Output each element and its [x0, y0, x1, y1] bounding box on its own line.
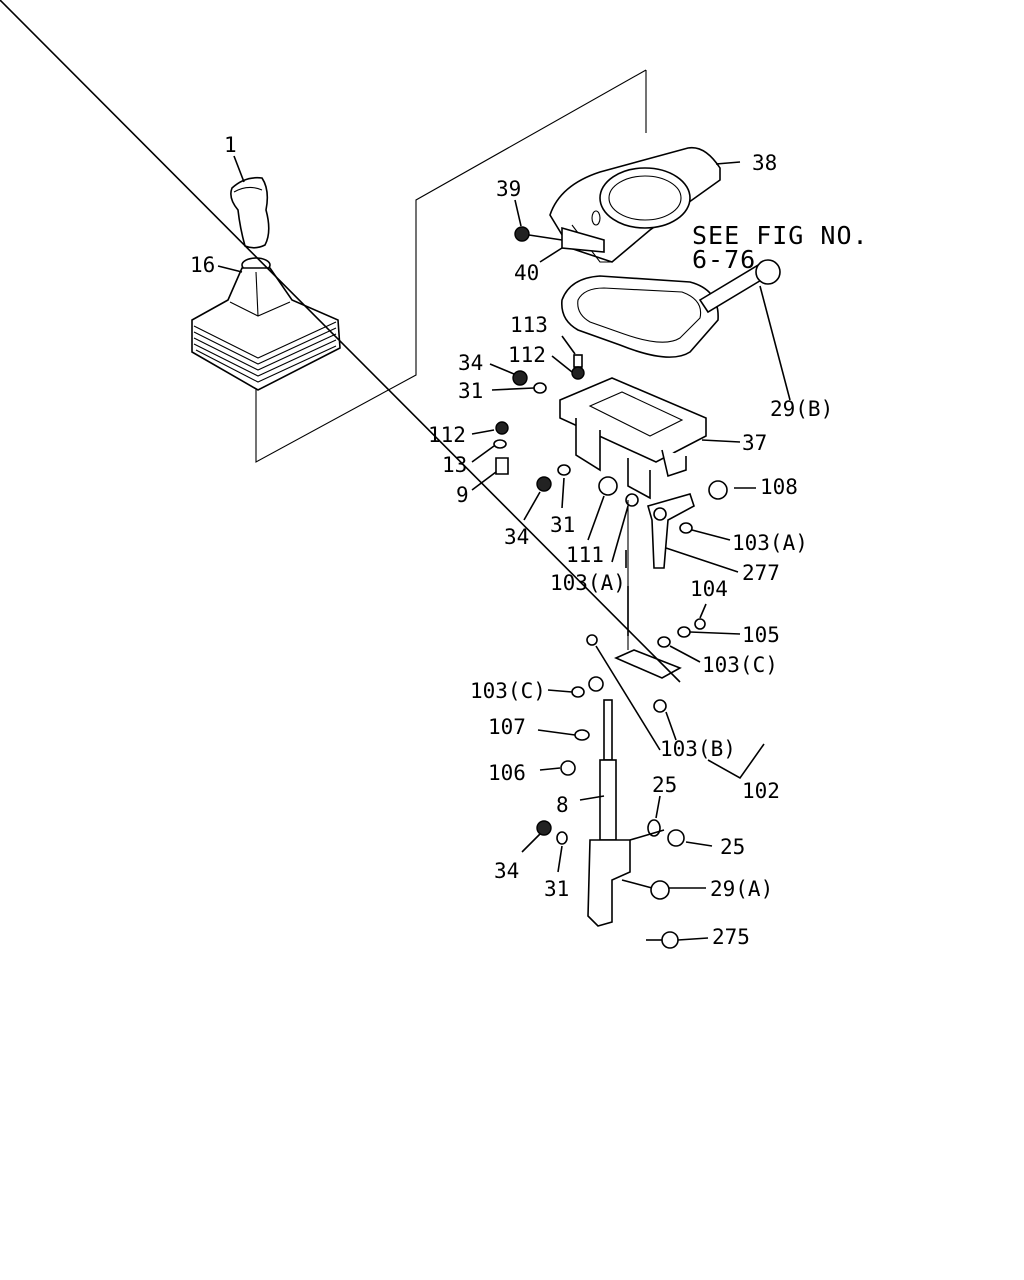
callout-31-upper: 31	[458, 379, 483, 403]
cover-plate	[549, 146, 721, 263]
callout-16: 16	[190, 253, 215, 277]
callout-103c-left: 103(C)	[470, 679, 546, 703]
shift-boot	[191, 257, 341, 391]
callout-31-lower: 31	[544, 877, 569, 901]
screw-39	[514, 226, 563, 242]
callout-8: 8	[556, 793, 569, 817]
lever-assembly-102	[586, 634, 682, 713]
callout-9: 9	[456, 483, 469, 507]
lever-plate-277	[647, 493, 695, 569]
callout-102: 102	[742, 779, 780, 803]
callout-40: 40	[514, 261, 539, 285]
callout-112-lower: 112	[428, 423, 466, 447]
callout-29a: 29(A)	[710, 877, 773, 901]
shift-bracket	[559, 377, 707, 500]
bracket-40	[561, 226, 605, 253]
callout-105: 105	[742, 623, 780, 647]
callout-111: 111	[566, 543, 604, 567]
long-bolt-29b	[698, 259, 781, 314]
callout-107: 107	[488, 715, 526, 739]
see-fig-note-line1: SEE FIG NO.	[692, 221, 869, 250]
callout-37: 37	[742, 431, 767, 455]
callout-34-upper: 34	[458, 351, 483, 375]
see-fig-note-line2: 6-76	[692, 245, 756, 274]
callout-34-lower: 34	[494, 859, 519, 883]
callout-31-middle: 31	[550, 513, 575, 537]
leader-lines	[0, 0, 791, 941]
callout-108: 108	[760, 475, 798, 499]
callout-39: 39	[496, 177, 521, 201]
callout-104: 104	[690, 577, 728, 601]
callout-113: 113	[510, 313, 548, 337]
callout-103a-left: 103(A)	[550, 571, 626, 595]
callout-275: 275	[712, 925, 750, 949]
callout-13: 13	[442, 453, 467, 477]
callout-38: 38	[752, 151, 777, 175]
reference-note: SEE FIG NO. 6-76	[692, 221, 869, 274]
callout-112-upper: 112	[508, 343, 546, 367]
assembly-outline	[255, 69, 647, 463]
gasket	[561, 275, 719, 358]
callout-103b: 103(B)	[660, 737, 736, 761]
callout-labels: 1 16 39 40 38 113 112 34 31 112 13 9 34 …	[190, 133, 833, 949]
callout-103c-right: 103(C)	[702, 653, 778, 677]
callout-277: 277	[742, 561, 780, 585]
shift-knob	[230, 176, 270, 249]
callout-103a-right: 103(A)	[732, 531, 808, 555]
callout-1: 1	[224, 133, 237, 157]
callout-29b: 29(B)	[770, 397, 833, 421]
callout-25-upper: 25	[652, 773, 677, 797]
callout-106: 106	[488, 761, 526, 785]
callout-34-middle: 34	[504, 525, 529, 549]
shift-shaft	[587, 699, 631, 927]
callout-25-lower: 25	[720, 835, 745, 859]
